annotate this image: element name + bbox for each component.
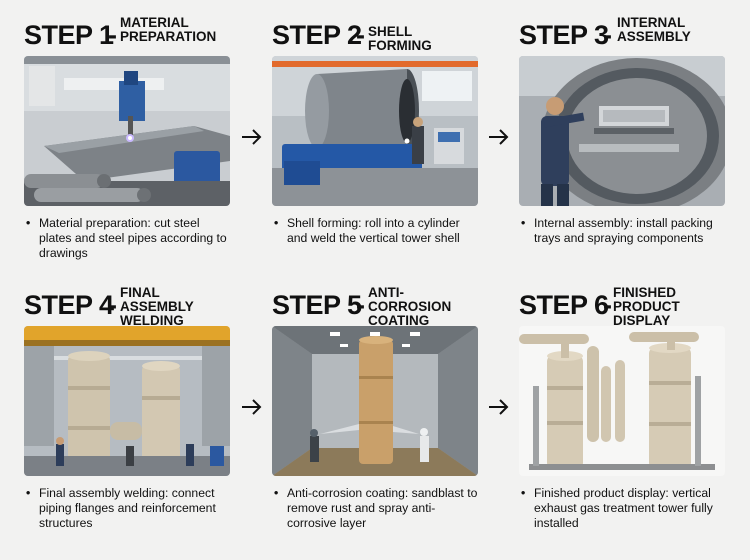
step-3-separator: - [603, 20, 612, 50]
step-3-description: • Internal assembly: install packing tra… [521, 216, 713, 245]
step-3-photo-internal-assembly [519, 56, 725, 206]
step-1-title: MATERIAL PREPARATION [120, 15, 217, 44]
step-5-description: • Anti-corrosion coating: sandblast to r… [274, 486, 478, 530]
step-4-description: • Final assembly welding: connect piping… [26, 486, 216, 530]
step-6-header: STEP 6 - FINISHED PRODUCT DISPLAY [519, 286, 725, 328]
step-5-separator: - [356, 290, 365, 320]
step-3: STEP 3 - INTERNAL ASSEMBLY • Internal as… [519, 16, 725, 245]
step-6-title: FINISHED PRODUCT DISPLAY [613, 285, 680, 328]
step-6-separator: - [603, 290, 612, 320]
step-5-photo-coating-booth [272, 326, 478, 476]
step-1-description: • Material preparation: cut steel plates… [26, 216, 227, 260]
step-5-number: STEP 5 [272, 290, 362, 320]
step-1-photo-cutting-machine [24, 56, 230, 206]
step-6-description: • Finished product display: vertical exh… [521, 486, 713, 530]
step-2: STEP 2 - SHELL FORMING • Shell forming [272, 16, 478, 245]
arrow-right-icon [489, 129, 509, 145]
step-2-title: SHELL FORMING [368, 24, 432, 53]
step-5: STEP 5 - ANTI-CORROSION COATING [272, 286, 478, 530]
arrow-right-icon [242, 399, 262, 415]
step-3-number: STEP 3 [519, 20, 609, 50]
step-4-photo-final-assembly [24, 326, 230, 476]
arrow-right-icon [489, 399, 509, 415]
step-2-description: • Shell forming: roll into a cylinder an… [274, 216, 460, 245]
step-4: STEP 4 - FINAL ASSEMBLY WELDING [24, 286, 230, 530]
step-1-separator: - [108, 20, 117, 50]
step-2-photo-shell-rolling [272, 56, 478, 206]
step-4-title: FINAL ASSEMBLY WELDING [120, 285, 194, 328]
step-3-header: STEP 3 - INTERNAL ASSEMBLY [519, 16, 725, 52]
step-6-number: STEP 6 [519, 290, 609, 320]
step-1-header: STEP 1 - MATERIAL PREPARATION [24, 16, 230, 52]
step-2-header: STEP 2 - SHELL FORMING [272, 16, 478, 53]
step-4-number: STEP 4 [24, 290, 114, 320]
step-5-header: STEP 5 - ANTI-CORROSION COATING [272, 286, 478, 328]
step-4-separator: - [108, 290, 117, 320]
step-1: STEP 1 - MATERIAL PREPARATION [24, 16, 230, 260]
step-4-header: STEP 4 - FINAL ASSEMBLY WELDING [24, 286, 230, 328]
step-2-number: STEP 2 [272, 20, 362, 50]
arrow-right-icon [242, 129, 262, 145]
step-2-separator: - [356, 20, 365, 50]
step-3-title: INTERNAL ASSEMBLY [617, 15, 691, 44]
step-5-title: ANTI-CORROSION COATING [368, 285, 452, 328]
step-6: STEP 6 - FINISHED PRODUCT DISPLAY [519, 286, 725, 530]
step-6-photo-finished-towers [519, 326, 725, 476]
step-1-number: STEP 1 [24, 20, 114, 50]
